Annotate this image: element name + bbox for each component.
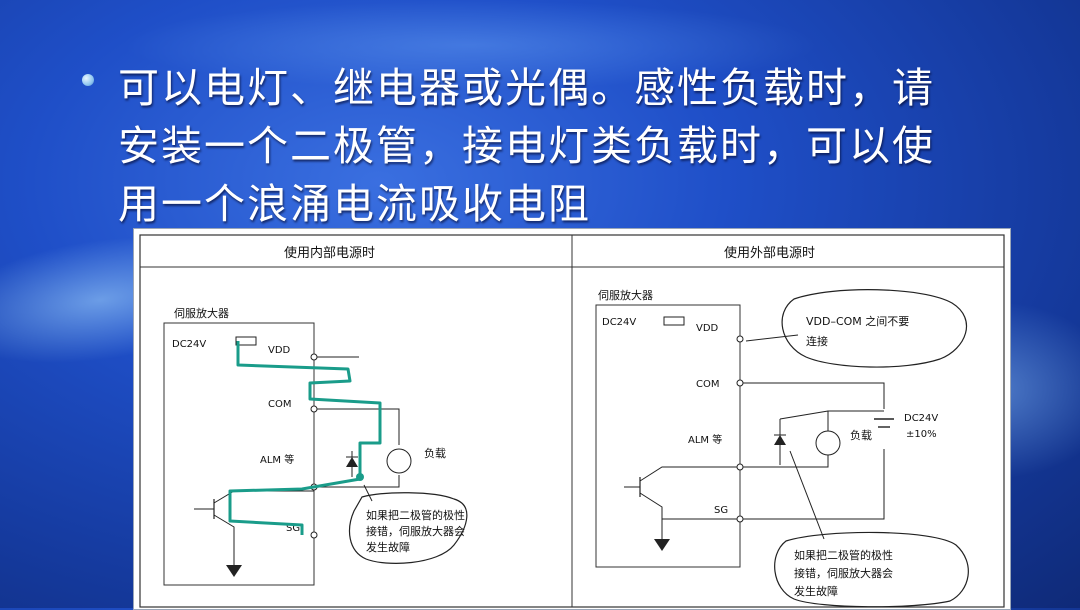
left-amp-label: 伺服放大器 bbox=[174, 306, 229, 320]
right-supply-symbol bbox=[663, 316, 685, 326]
bullet-line-3: 用一个浪涌电流吸收电阻 bbox=[118, 180, 591, 228]
right-callout-top-line-2: 连接 bbox=[806, 335, 828, 348]
right-amp-label: 伺服放大器 bbox=[598, 288, 653, 302]
right-callout-top-line-1: VDD–COM 之间不要 bbox=[806, 314, 909, 328]
right-callout-bottom-line-2: 接错，伺服放大器会 bbox=[794, 566, 893, 580]
right-vdd-label: VDD bbox=[696, 323, 719, 334]
right-transistor bbox=[624, 466, 737, 541]
left-callout-line-2: 接错，伺服放大器会 bbox=[366, 524, 465, 538]
left-wiring bbox=[317, 356, 400, 488]
right-com-label: COM bbox=[696, 379, 719, 390]
right-circuit: 伺服放大器 DC24V VDD COM ALM 等 SG DC24V ±10% bbox=[595, 288, 969, 608]
left-circuit: 伺服放大器 DC24V VDD COM ALM 等 SG 负载 bbox=[163, 306, 468, 586]
bullet-line-2: 安装一个二极管，接电灯类负载时，可以使 bbox=[118, 122, 935, 170]
left-com-label: COM bbox=[268, 399, 291, 410]
left-terminal-com bbox=[310, 405, 318, 413]
right-load-label: 负载 bbox=[850, 428, 872, 442]
right-terminal-alm bbox=[736, 463, 744, 471]
wiring-diagram-figure: 使用内部电源时 使用外部电源时 伺服放大器 DC24V VDD COM ALM … bbox=[133, 228, 1011, 610]
right-panel-title: 使用外部电源时 bbox=[724, 245, 815, 261]
left-callout-bubble bbox=[348, 492, 468, 564]
left-terminal-sg bbox=[310, 531, 318, 539]
left-load-icon bbox=[386, 448, 412, 474]
wiring-diagram-svg: 使用内部电源时 使用外部电源时 伺服放大器 DC24V VDD COM ALM … bbox=[139, 234, 1005, 608]
right-callout-bottom-line-3: 发生故障 bbox=[794, 584, 838, 598]
right-callout-bottom-pointer bbox=[789, 450, 825, 540]
right-callout-bottom-bubble bbox=[774, 531, 969, 608]
left-current-path bbox=[228, 341, 382, 535]
left-terminal-vdd bbox=[310, 353, 318, 361]
left-callout-line-1: 如果把二极管的极性 bbox=[366, 508, 465, 522]
right-callout-top-bubble bbox=[781, 289, 968, 368]
left-sg-label: SG bbox=[286, 523, 300, 534]
left-callout-line-3: 发生故障 bbox=[366, 540, 410, 554]
left-alm-label: ALM 等 bbox=[260, 453, 294, 466]
right-amp-box bbox=[595, 304, 741, 568]
left-amp-box bbox=[163, 322, 315, 586]
left-vdd-label: VDD bbox=[268, 345, 291, 356]
right-supply-label: DC24V bbox=[602, 317, 636, 328]
right-external-wiring bbox=[743, 382, 885, 520]
left-callout-pointer bbox=[363, 484, 373, 502]
right-ground-icon bbox=[654, 539, 670, 551]
right-ext-supply-1: DC24V bbox=[904, 413, 938, 424]
bullet-line-1: 可以电灯、继电器或光偶。感性负载时，请 bbox=[118, 64, 935, 112]
left-load-label: 负载 bbox=[424, 446, 446, 460]
right-terminal-vdd bbox=[736, 335, 744, 343]
bullet-icon bbox=[82, 74, 94, 86]
right-alm-label: ALM 等 bbox=[688, 433, 722, 446]
left-supply-label: DC24V bbox=[172, 339, 206, 350]
right-load-icon bbox=[815, 430, 841, 456]
left-panel-title: 使用内部电源时 bbox=[284, 245, 375, 261]
left-ground-icon bbox=[226, 565, 242, 577]
right-sg-label: SG bbox=[714, 505, 728, 516]
right-terminal-sg bbox=[736, 515, 744, 523]
right-ext-supply-2: ±10% bbox=[906, 429, 937, 440]
left-diode-icon bbox=[346, 457, 358, 467]
right-diode-icon bbox=[774, 435, 786, 445]
right-callout-bottom-line-1: 如果把二极管的极性 bbox=[794, 548, 893, 562]
left-current-node bbox=[356, 473, 364, 481]
right-terminal-com bbox=[736, 379, 744, 387]
right-callout-top-pointer bbox=[745, 334, 799, 342]
left-supply-symbol bbox=[235, 336, 257, 346]
right-diode-top-wire bbox=[779, 410, 829, 420]
